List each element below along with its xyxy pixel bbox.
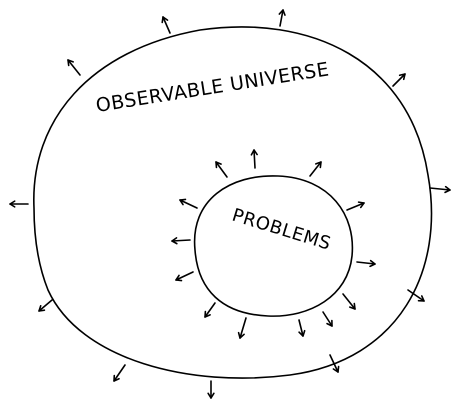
problems-arrow bbox=[215, 161, 228, 178]
problems-arrow bbox=[309, 161, 322, 177]
outer-arrow bbox=[161, 16, 171, 34]
outer-expansion-arrows bbox=[9, 9, 451, 399]
problems-arrow bbox=[179, 198, 198, 209]
problems-arrow bbox=[346, 201, 365, 211]
outer-arrow bbox=[407, 289, 425, 302]
problems-arrow bbox=[204, 302, 216, 318]
problems-arrow bbox=[237, 317, 247, 339]
outer-arrow bbox=[9, 200, 29, 208]
problems-expansion-arrows bbox=[171, 149, 376, 339]
outer-arrow bbox=[113, 364, 126, 382]
outer-arrow bbox=[429, 185, 451, 194]
problems-arrow bbox=[298, 319, 306, 337]
outer-arrow bbox=[329, 354, 340, 373]
problems-arrow bbox=[322, 311, 333, 327]
outer-arrow bbox=[38, 299, 53, 312]
outer-arrow bbox=[207, 380, 215, 399]
outer-arrow bbox=[392, 73, 406, 87]
problems-arrow bbox=[342, 293, 356, 310]
problems-label: PROBLEMS bbox=[230, 205, 334, 255]
problems-arrow bbox=[356, 259, 376, 268]
problems-arrow bbox=[171, 237, 191, 245]
problems-boundary bbox=[193, 175, 354, 317]
outer-arrow bbox=[67, 59, 81, 76]
problems-arrow bbox=[250, 149, 258, 169]
problems-arrow bbox=[175, 271, 194, 282]
observable-universe-label: OBSERVABLE UNIVERSE bbox=[94, 58, 330, 117]
outer-arrow bbox=[278, 9, 286, 27]
observable-universe-boundary bbox=[33, 26, 433, 379]
